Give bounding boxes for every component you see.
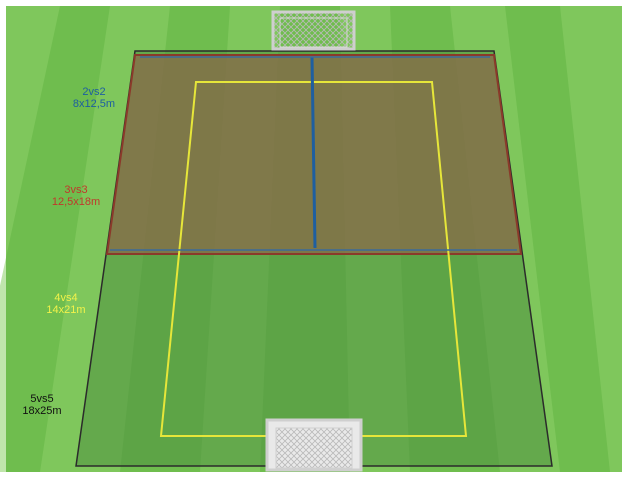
label-5vs5-size: 18x25m (6, 405, 78, 417)
top-goal-icon (273, 12, 354, 49)
label-4vs4-size: 14x21m (30, 304, 102, 316)
bottom-goal-icon (267, 420, 361, 470)
label-3vs3-size: 12,5x18m (40, 196, 112, 208)
label-2vs2-size: 8x12,5m (58, 98, 130, 110)
label-3vs3-name: 3vs3 (40, 184, 112, 196)
label-4vs4: 4vs4 14x21m (30, 292, 102, 316)
label-2vs2-name: 2vs2 (58, 86, 130, 98)
label-5vs5: 5vs5 18x25m (6, 393, 78, 417)
label-2vs2: 2vs2 8x12,5m (58, 86, 130, 110)
label-4vs4-name: 4vs4 (30, 292, 102, 304)
label-5vs5-name: 5vs5 (6, 393, 78, 405)
label-3vs3: 3vs3 12,5x18m (40, 184, 112, 208)
